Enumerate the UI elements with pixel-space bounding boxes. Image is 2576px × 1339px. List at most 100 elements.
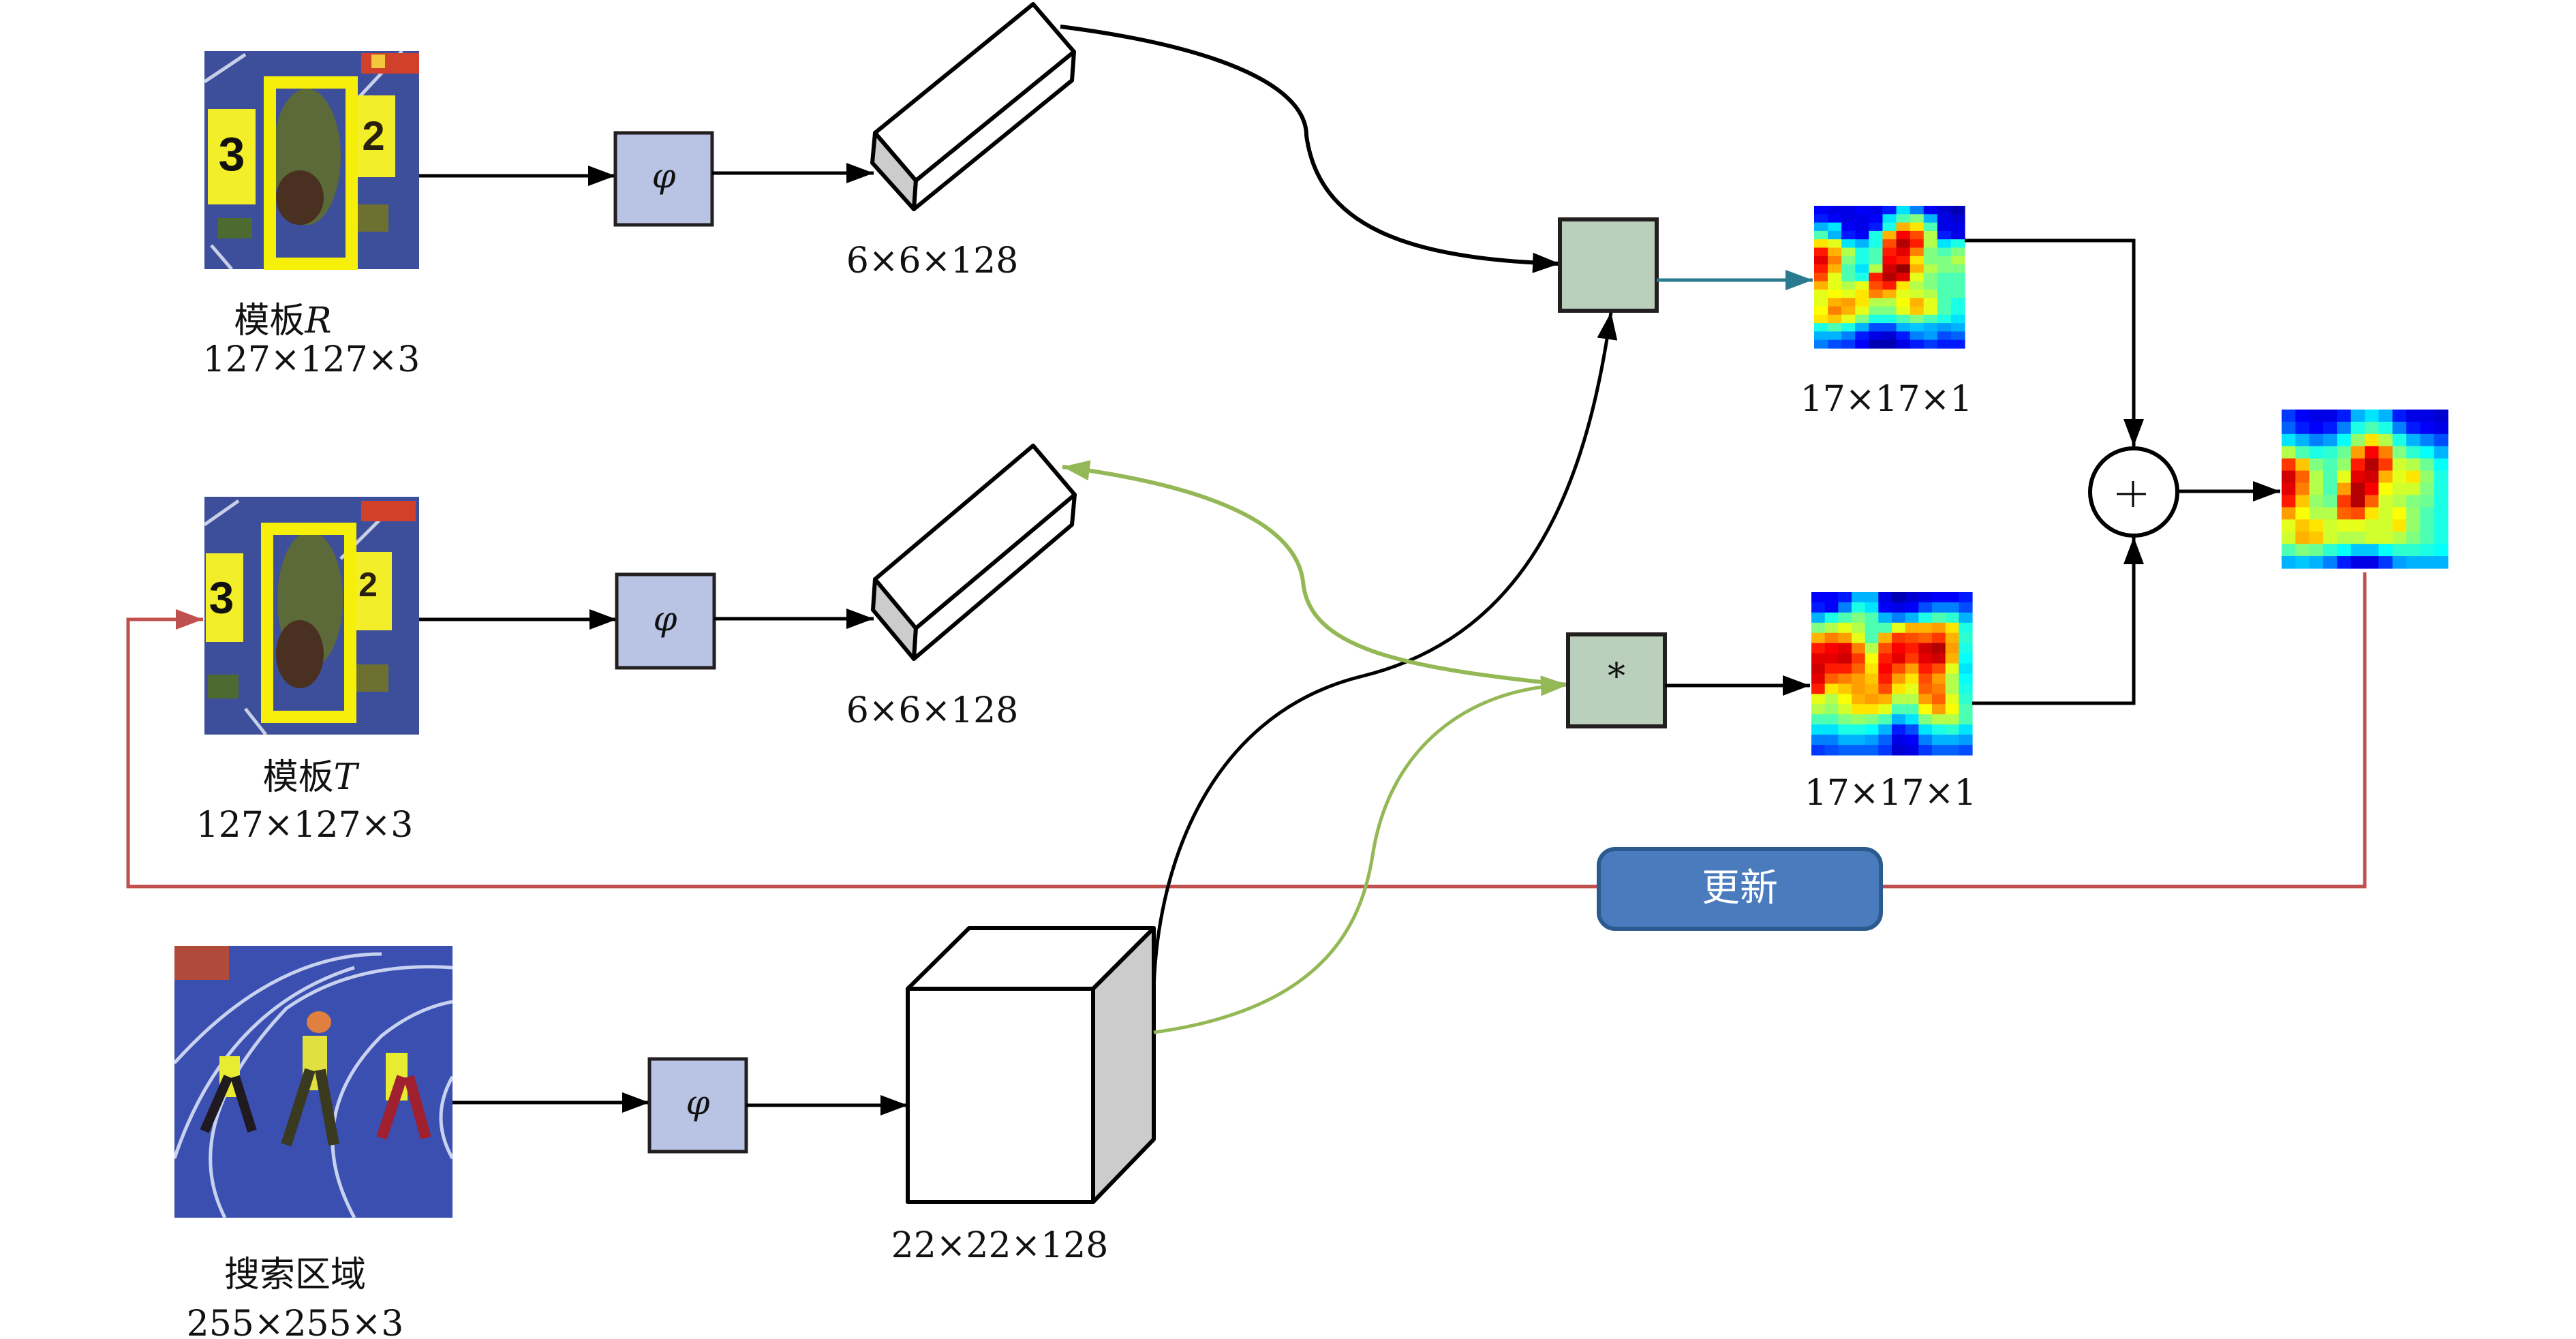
- heatmap-cell: [1841, 298, 1856, 307]
- heatmap-cell: [1923, 331, 1938, 341]
- heatmap-cell: [2323, 433, 2337, 447]
- heatmap-cell: [1869, 306, 1884, 315]
- heatmap-cell: [1878, 735, 1892, 745]
- heatmap-cell: [2378, 544, 2393, 557]
- heatmap-cell: [1852, 612, 1866, 624]
- response-map-t: [1811, 592, 1973, 756]
- heatmap-cell: [1932, 735, 1946, 745]
- heatmap-cell: [1932, 592, 1946, 603]
- heatmap-cell: [1932, 663, 1946, 675]
- heatmap-cell: [1865, 745, 1879, 756]
- heatmap-cell: [1841, 206, 1856, 215]
- update-feedback-line: [1881, 572, 2367, 889]
- heatmap-cell: [1828, 222, 1842, 232]
- heatmap-cell: [2309, 433, 2324, 447]
- heatmap-cell: [1937, 214, 1952, 224]
- heatmap-cell: [1811, 683, 1826, 694]
- heatmap-cell: [2323, 544, 2337, 557]
- heatmap-cell: [2282, 470, 2296, 484]
- heatmap-cell: [1824, 694, 1839, 705]
- heatmap-cell: [1923, 339, 1938, 349]
- heatmap-cell: [2295, 410, 2310, 422]
- arrow-response-r-to-sum: [1965, 238, 2144, 446]
- heatmap-cell: [1882, 339, 1897, 349]
- heatmap-cell: [1882, 256, 1897, 265]
- heatmap-cell: [1905, 673, 1919, 685]
- heatmap-cell: [2295, 544, 2310, 557]
- heatmap-cell: [2295, 519, 2310, 532]
- heatmap-cell: [1878, 745, 1892, 756]
- heatmap-cell: [1878, 592, 1892, 603]
- heatmap-cell: [1945, 745, 1959, 756]
- heatmap-cell: [2434, 470, 2449, 484]
- heatmap-cell: [1959, 714, 1973, 725]
- heatmap-cell: [1945, 643, 1959, 654]
- heatmap-cell: [1910, 256, 1925, 265]
- heatmap-cell: [1855, 289, 1869, 298]
- update-button[interactable]: 更新: [1597, 847, 1883, 931]
- heatmap-cell: [1892, 612, 1906, 624]
- heatmap-cell: [1910, 239, 1925, 249]
- heatmap-cell: [1959, 694, 1973, 705]
- heatmap-cell: [2323, 482, 2337, 496]
- heatmap-cell: [1828, 306, 1842, 315]
- heatmap-cell: [1896, 306, 1911, 315]
- heatmap-cell: [1811, 622, 1826, 634]
- heatmap-cell: [2337, 556, 2352, 569]
- heatmap-cell: [1824, 602, 1839, 613]
- heatmap-cell: [1852, 714, 1866, 725]
- heatmap-cell: [1814, 281, 1828, 290]
- heatmap-cell: [2406, 421, 2421, 435]
- heatmap-cell: [1945, 632, 1959, 644]
- heatmap-cell: [2337, 433, 2352, 447]
- heatmap-cell: [1841, 256, 1856, 265]
- heatmap-cell: [1937, 289, 1952, 298]
- heatmap-cell: [1910, 230, 1925, 240]
- feature-map-r: [870, 2, 1076, 211]
- heatmap-cell: [1814, 264, 1828, 273]
- heatmap-cell: [2406, 482, 2421, 496]
- search-region-image: [174, 946, 453, 1218]
- heatmap-cell: [1892, 663, 1906, 675]
- heatmap-cell: [2282, 482, 2296, 496]
- heatmap-cell: [2309, 519, 2324, 532]
- svg-text:3: 3: [219, 127, 245, 181]
- heatmap-cell: [1918, 592, 1933, 603]
- heatmap-cell: [1896, 264, 1911, 273]
- heatmap-cell: [1811, 694, 1826, 705]
- heatmap-cell: [1824, 663, 1839, 675]
- heatmap-cell: [1892, 683, 1906, 694]
- heatmap-cell: [2392, 495, 2407, 508]
- heatmap-cell: [2337, 446, 2352, 459]
- heatmap-cell: [1852, 694, 1866, 705]
- heatmap-cell: [1878, 622, 1892, 634]
- heatmap-cell: [1828, 323, 1842, 333]
- heatmap-cell: [2434, 532, 2449, 544]
- heatmap-cell: [1945, 622, 1959, 634]
- heatmap-cell: [1855, 214, 1869, 224]
- heatmap-cell: [2295, 433, 2310, 447]
- heatmap-cell: [1811, 632, 1826, 644]
- heatmap-cell: [2365, 507, 2379, 520]
- heatmap-cell: [1878, 694, 1892, 705]
- heatmap-cell: [2420, 532, 2435, 544]
- heatmap-cell: [1892, 602, 1906, 613]
- heatmap-cell: [2392, 458, 2407, 472]
- heatmap-cell: [1918, 632, 1933, 644]
- heatmap-cell: [1841, 339, 1856, 349]
- heatmap-cell: [2406, 495, 2421, 508]
- heatmap-cell: [2420, 470, 2435, 484]
- heatmap-cell: [1882, 247, 1897, 257]
- heatmap-cell: [1878, 673, 1892, 685]
- heatmap-cell: [1896, 273, 1911, 282]
- heatmap-cell: [1841, 264, 1856, 273]
- heatmap-cell: [1841, 214, 1856, 224]
- heatmap-cell: [1811, 612, 1826, 624]
- heatmap-cell: [1950, 298, 1965, 307]
- heatmap-cell: [1937, 314, 1952, 324]
- heatmap-cell: [1882, 306, 1897, 315]
- heatmap-cell: [2420, 446, 2435, 459]
- heatmap-cell: [1937, 206, 1952, 215]
- heatmap-cell: [1869, 206, 1884, 215]
- heatmap-cell: [1923, 298, 1938, 307]
